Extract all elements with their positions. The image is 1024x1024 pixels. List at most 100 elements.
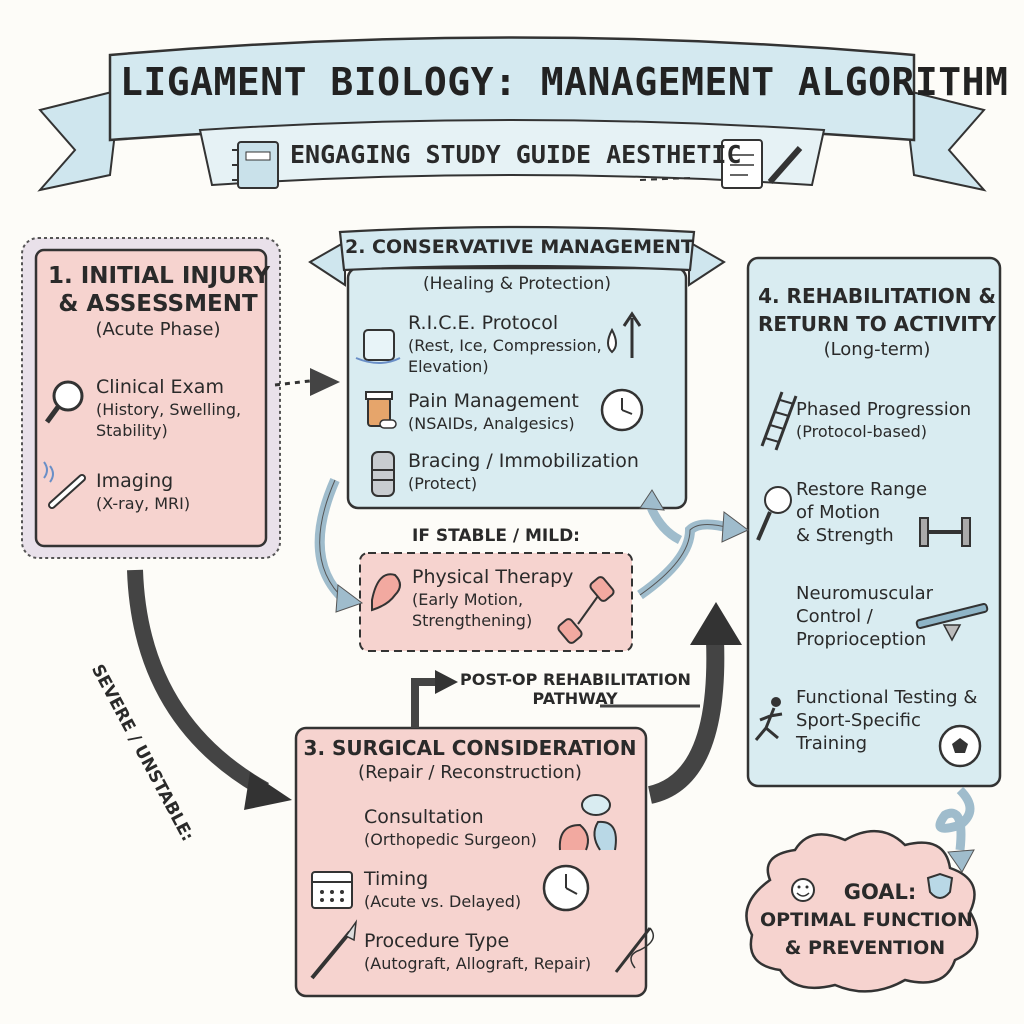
step3-item-consultation: Consultation (Orthopedic Surgeon) [364, 806, 537, 850]
step1-title-line1: 1. INITIAL INJURY [48, 263, 270, 289]
speech-heads-icon [558, 794, 617, 851]
arrow-post-op-pathway [411, 670, 700, 728]
item-detail: (NSAIDs, Analgesics) [408, 414, 575, 433]
item-label: Clinical Exam [96, 376, 224, 398]
item-detail: Strengthening) [412, 611, 533, 630]
step1-header: 1. INITIAL INJURY & ASSESSMENT (Acute Ph… [48, 262, 270, 342]
goal-line1: GOAL: [843, 880, 917, 904]
item-detail: (Protect) [408, 474, 478, 493]
pill-bottle-icon [365, 391, 397, 429]
item-detail: (Autograft, Allograft, Repair) [364, 954, 592, 973]
step1-item-imaging: Imaging (X-ray, MRI) [96, 470, 190, 514]
clock-icon [600, 388, 644, 432]
item-detail: (Acute vs. Delayed) [364, 892, 522, 911]
step4-card [746, 256, 1002, 788]
post-op-line1: POST-OP REHABILITATION [460, 670, 691, 689]
step4-header: 4. REHABILITATION & RETURN TO ACTIVITY (… [752, 282, 1002, 362]
item-label: Pain Management [408, 390, 579, 412]
item-label: Restore Range [796, 479, 928, 500]
arrow-step1-to-step2 [274, 368, 340, 396]
item-label: Consultation [364, 806, 484, 828]
post-op-line2: PATHWAY [532, 689, 618, 708]
step2-subtitle: (Healing & Protection) [422, 274, 611, 294]
goniometer-icon [756, 486, 792, 541]
calendar-icon [311, 871, 353, 909]
item-label: Phased Progression [796, 399, 972, 420]
step2-title: 2. CONSERVATIVE MANAGEMENT [345, 236, 694, 258]
flexed-arm-icon [371, 573, 401, 612]
step4-item-functional: Functional Testing & Sport-Specific Trai… [796, 686, 977, 755]
arrow-step3-to-step4 [647, 602, 742, 804]
item-detail: (History, Swelling, [96, 400, 242, 419]
step1-item-clinical-exam: Clinical Exam (History, Swelling, Stabil… [96, 376, 241, 441]
step4-item-phased: Phased Progression (Protocol-based) [796, 398, 971, 442]
goal-cloud [745, 829, 979, 993]
item-label: Functional Testing & [796, 687, 978, 708]
runner-icon [754, 697, 783, 741]
ladder-icon [760, 391, 798, 451]
step4-subtitle: (Long-term) [823, 339, 931, 360]
post-op-label: POST-OP REHABILITATION PATHWAY [460, 670, 691, 708]
smiley-icon [791, 878, 815, 902]
magnifier-icon [44, 380, 84, 424]
goal-line3: & PREVENTION [784, 937, 946, 959]
item-label: Neuromuscular [796, 583, 934, 604]
item-label: Procedure Type [364, 930, 510, 952]
physical-therapy-text: Physical Therapy (Early Motion, Strength… [412, 566, 573, 631]
step1-phase: (Acute Phase) [95, 319, 221, 340]
step2-item-bracing: Bracing / Immobilization (Protect) [408, 450, 639, 494]
item-detail: (Protocol-based) [796, 422, 928, 441]
item-label: Imaging [96, 470, 174, 492]
arrow-severe-to-step3 [127, 569, 292, 810]
item-detail: (X-ray, MRI) [96, 494, 191, 513]
stable-condition-label: IF STABLE / MILD: [412, 526, 580, 546]
step3-title: 3. SURGICAL CONSIDERATION [303, 736, 637, 760]
suture-needle-icon [614, 927, 655, 973]
title-banner [37, 36, 987, 192]
step3-subtitle: (Repair / Reconstruction) [358, 762, 582, 783]
step4-item-neuromuscular: Neuromuscular Control / Proprioception [796, 582, 933, 651]
step1-title-line2: & ASSESSMENT [58, 291, 258, 317]
step2-item-rice: R.I.C.E. Protocol (Rest, Ice, Compressio… [408, 312, 602, 377]
dumbbell-icon [919, 517, 971, 547]
arrow-therapy-to-step4 [637, 489, 749, 600]
resistance-band-icon [557, 576, 615, 644]
item-detail: (Orthopedic Surgeon) [364, 830, 537, 849]
arrow-step4-to-goal [935, 786, 975, 873]
notepad-pencil-icon [721, 139, 803, 189]
step1-card [21, 237, 281, 559]
step2-item-pain: Pain Management (NSAIDs, Analgesics) [408, 390, 579, 434]
step3-item-timing: Timing (Acute vs. Delayed) [364, 868, 521, 912]
ice-cube-icon [355, 329, 401, 364]
scalpel-icon [310, 919, 358, 980]
item-label: Bracing / Immobilization [408, 450, 639, 472]
item-label: Training [796, 733, 868, 754]
item-detail: Elevation) [408, 357, 489, 376]
step2-card [308, 225, 726, 510]
item-label: Physical Therapy [412, 566, 574, 588]
item-label: of Motion [796, 502, 881, 523]
item-detail: Stability) [96, 421, 168, 440]
step4-item-range: Restore Range of Motion & Strength [796, 478, 927, 547]
arrow-step2-to-physical-therapy [314, 477, 364, 613]
elevation-drop-icon [607, 311, 642, 358]
item-label: Timing [364, 868, 429, 890]
timing-clock-icon [542, 864, 590, 912]
soccer-ball-icon [938, 724, 982, 768]
item-label: & Strength [796, 525, 894, 546]
step3-item-procedure: Procedure Type (Autograft, Allograft, Re… [364, 930, 591, 974]
item-label: Proprioception [796, 629, 927, 650]
balance-board-icon [915, 603, 989, 642]
item-label: Control / [796, 606, 873, 627]
page-title: LIGAMENT BIOLOGY: MANAGEMENT ALGORITHM [120, 60, 1009, 104]
step4-title-line1: 4. REHABILITATION & [758, 284, 996, 308]
shield-icon [926, 872, 954, 899]
item-label: R.I.C.E. Protocol [408, 312, 559, 334]
page-subtitle: ENGAGING STUDY GUIDE AESTHETIC [290, 140, 742, 169]
goal-line2: OPTIMAL FUNCTION [760, 909, 973, 931]
item-label: Sport-Specific [796, 710, 921, 731]
step4-title-line2: RETURN TO ACTIVITY [758, 312, 996, 336]
knee-brace-icon [371, 451, 395, 497]
step3-card [294, 726, 648, 998]
